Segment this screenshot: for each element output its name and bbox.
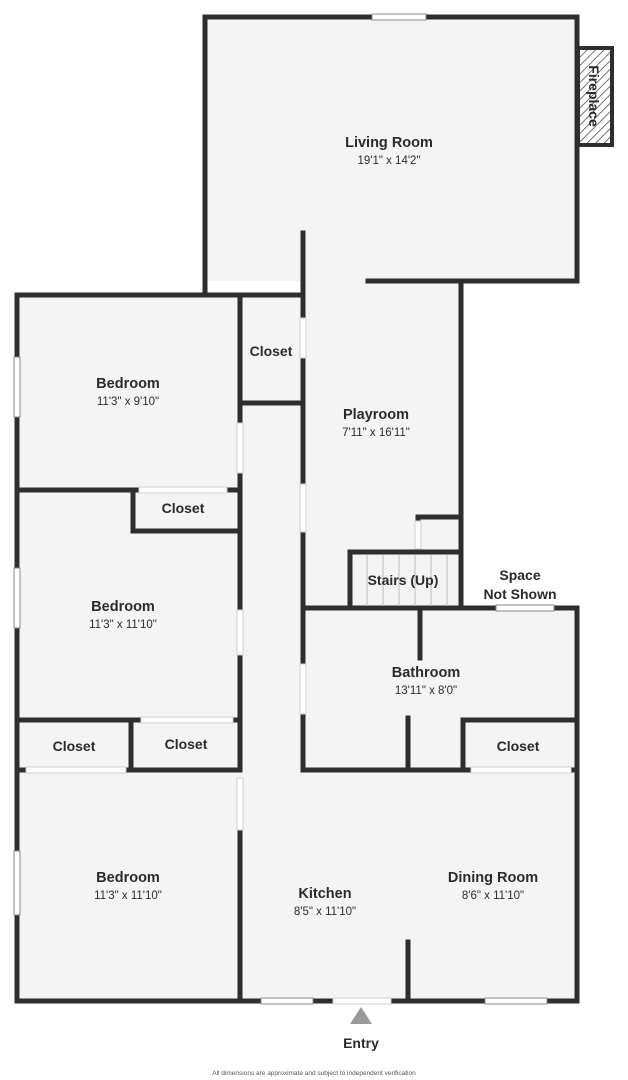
window <box>13 567 21 629</box>
space-not-shown-line2: Not Shown <box>483 586 556 602</box>
entry-marker: Entry <box>343 1007 379 1051</box>
entry-door-opening <box>332 997 392 1005</box>
opening <box>236 422 244 474</box>
stair-treads <box>366 555 448 606</box>
window <box>13 356 21 418</box>
opening <box>25 766 127 774</box>
bathroom-name: Bathroom <box>392 665 460 681</box>
bedroom1-dim: 11'3" x 9'10" <box>97 396 159 408</box>
closet-left-name: Closet <box>53 738 96 754</box>
floor-fills <box>17 17 577 1001</box>
living-room-dim: 19'1" x 14'2" <box>357 155 420 167</box>
opening <box>470 766 572 774</box>
bathroom-dim: 13'11" x 8'0" <box>395 685 457 697</box>
fireplace-box <box>576 46 614 147</box>
bedroom3-dim: 11'3" x 11'10" <box>94 890 162 902</box>
entry-arrow-icon <box>350 1007 372 1024</box>
window <box>484 997 548 1005</box>
door-openings <box>25 317 572 1005</box>
window <box>495 604 555 612</box>
living-room-name: Living Room <box>345 135 433 151</box>
windows <box>13 13 555 1005</box>
bedroom1-name: Bedroom <box>96 376 160 392</box>
dining-room-name: Dining Room <box>448 870 538 886</box>
bedroom3-name: Bedroom <box>96 870 160 886</box>
closet-top-name: Closet <box>250 343 293 359</box>
room-labels: Living Room 19'1" x 14'2" Bedroom 11'3" … <box>53 135 557 918</box>
closet-bed1-name: Closet <box>162 500 205 516</box>
window <box>260 997 314 1005</box>
opening <box>236 609 244 656</box>
opening <box>140 716 234 724</box>
opening <box>236 777 244 831</box>
stairs-name: Stairs (Up) <box>368 572 439 588</box>
playroom-name: Playroom <box>343 407 409 423</box>
closet-mid-name: Closet <box>165 736 208 752</box>
entry-label: Entry <box>343 1035 379 1051</box>
bedroom2-name: Bedroom <box>91 599 155 615</box>
opening <box>299 317 307 359</box>
disclaimer: All dimensions are approximate and subje… <box>212 1070 416 1077</box>
fireplace: Fireplace <box>576 46 614 147</box>
opening <box>299 663 307 715</box>
fireplace-label: Fireplace <box>586 65 602 127</box>
opening <box>138 486 228 494</box>
closet-bath-name: Closet <box>497 738 540 754</box>
kitchen-dim: 8'5" x 11'10" <box>294 906 356 918</box>
playroom-floor <box>303 281 461 610</box>
window <box>13 850 21 916</box>
space-not-shown-line1: Space <box>499 567 540 583</box>
playroom-dim: 7'11" x 16'11" <box>342 427 410 439</box>
living-room-floor <box>205 17 577 281</box>
window <box>371 13 427 21</box>
kitchen-name: Kitchen <box>298 886 351 902</box>
dining-room-dim: 8'6" x 11'10" <box>462 890 524 902</box>
bedroom2-dim: 11'3" x 11'10" <box>89 619 157 631</box>
opening <box>299 483 307 533</box>
left-wing-floor <box>17 295 303 1001</box>
bathroom-floor <box>303 608 576 1001</box>
opening <box>414 520 422 550</box>
